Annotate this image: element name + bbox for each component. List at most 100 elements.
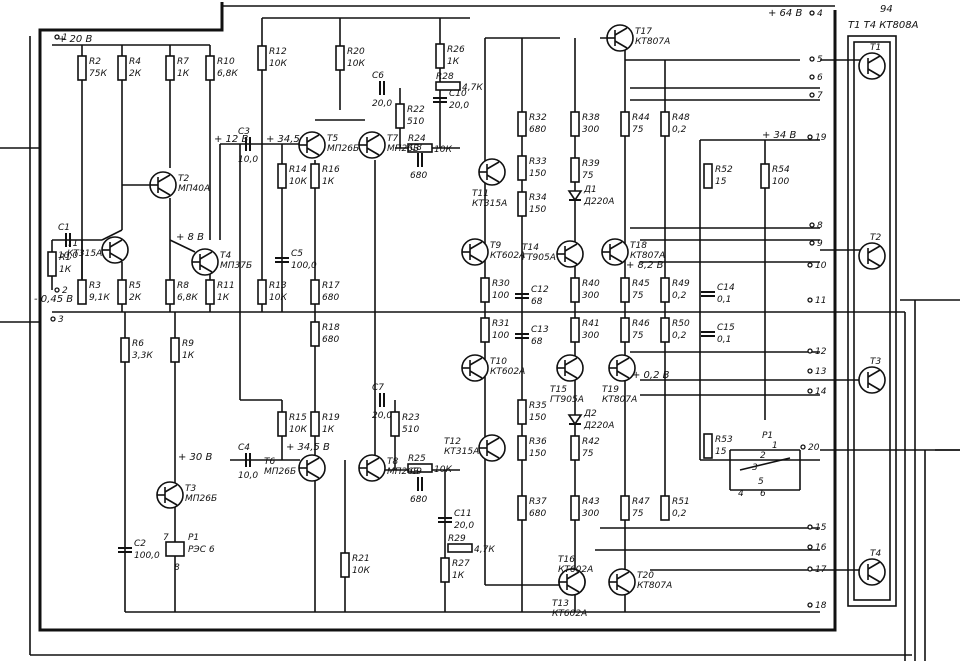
- resistor-ref: R38: [582, 113, 600, 123]
- capacitor-ref: C1: [58, 223, 70, 233]
- resistor-value: 1К: [182, 351, 195, 361]
- transistor-ref: T10: [490, 357, 507, 367]
- terminal-9: 9: [817, 239, 823, 249]
- transistor-type: КТ315А: [444, 447, 479, 457]
- resistor-ref: R4: [129, 57, 141, 67]
- resistor-r3: R39,1К: [77, 279, 110, 305]
- output-transistor-t1: T1: [858, 43, 886, 80]
- capacitor-value: 680: [410, 171, 427, 181]
- capacitor-ref: C9: [410, 467, 422, 477]
- resistor-value: 150: [529, 169, 546, 179]
- transistor-ref: T11: [472, 189, 489, 199]
- resistor-ref: R42: [582, 437, 600, 447]
- relay-pin-b: 8: [174, 563, 180, 573]
- relay-pin-a: 7: [163, 533, 169, 543]
- resistor-value: 510: [407, 117, 424, 127]
- resistor-ref: R7: [177, 57, 189, 67]
- capacitor-value: 68: [531, 297, 543, 307]
- resistor-ref: R10: [217, 57, 235, 67]
- resistor-r6: R63,3К: [120, 337, 153, 363]
- capacitor-value: 10,0: [238, 155, 258, 165]
- transistor-type: МП26Б: [387, 144, 419, 154]
- terminal-dot: [50, 316, 56, 322]
- capacitor-value: 68: [531, 337, 543, 347]
- resistor-value: 10К: [434, 465, 452, 475]
- diode-type: Д220А: [583, 197, 614, 207]
- resistor-value: 10К: [347, 59, 365, 69]
- resistor-value: 75: [632, 331, 644, 341]
- capacitor-value: 20,0: [449, 101, 469, 111]
- terminal-dot: [807, 566, 813, 572]
- contact-pin-5: 5: [758, 477, 764, 487]
- resistor-value: 0,2: [672, 509, 687, 519]
- transistor-type: МП40А: [178, 184, 210, 194]
- capacitor-ref: C13: [531, 325, 549, 335]
- resistor-value: 10К: [269, 59, 287, 69]
- resistor-ref: R31: [492, 319, 510, 329]
- resistor-ref: R3: [89, 281, 101, 291]
- terminal-dot: [809, 222, 815, 228]
- transistor-ref: T19: [602, 385, 619, 395]
- resistor-value: 1К: [177, 69, 190, 79]
- resistor-ref: R53: [715, 435, 733, 445]
- capacitor-ref: C2: [134, 539, 146, 549]
- resistor-value: 1К: [452, 571, 465, 581]
- resistor-value: 0,2: [672, 125, 687, 135]
- resistor-value: 680: [322, 293, 339, 303]
- resistor-value: 15: [715, 177, 727, 187]
- contact-pin-2: 2: [760, 451, 766, 461]
- capacitor-ref: C4: [238, 443, 250, 453]
- resistor-ref: R36: [529, 437, 547, 447]
- transistor-ref: T9: [490, 241, 501, 251]
- resistor-value: 150: [529, 413, 546, 423]
- resistor-value: 1К: [322, 425, 335, 435]
- terminal-dot: [809, 74, 815, 80]
- contact-pin-1: 1: [772, 441, 778, 451]
- capacitor-value: 680: [410, 495, 427, 505]
- resistor-ref: R19: [322, 413, 340, 423]
- resistor-ref: R41: [582, 319, 600, 329]
- resistor-value: 10К: [352, 566, 370, 576]
- transistor-ref: T17: [635, 27, 652, 37]
- resistor-value: 10К: [289, 425, 307, 435]
- capacitor-ref: C10: [449, 89, 467, 99]
- resistor-ref: R20: [347, 47, 365, 57]
- resistor-ref: R37: [529, 497, 547, 507]
- resistor-value: 75: [582, 171, 594, 181]
- resistor-value: 75К: [89, 69, 107, 79]
- capacitor-value: 10,0: [238, 471, 258, 481]
- terminal-3: 3: [58, 315, 64, 325]
- diode-ref: Д1: [583, 185, 597, 195]
- transistor-type: КТ315А: [472, 199, 507, 209]
- resistor-value: 510: [402, 425, 419, 435]
- terminal-1: 1: [62, 33, 68, 43]
